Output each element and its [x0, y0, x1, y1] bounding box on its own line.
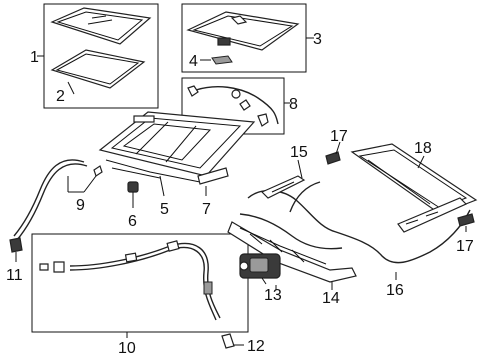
callout-labels: 1 2 3 4 5 6 7 8 9 10 11 12 13 14 15 16 1… — [6, 31, 474, 357]
sunshade-handle — [200, 55, 233, 65]
group-box-glass — [37, 3, 159, 109]
slide-rail-15 — [260, 175, 306, 199]
callout-10: 10 — [118, 340, 136, 357]
leader-lines — [15, 141, 467, 290]
callout-4: 4 — [189, 53, 198, 70]
hose-clip-11 — [9, 237, 23, 253]
callout-17-lower: 17 — [456, 238, 474, 255]
callout-15: 15 — [290, 144, 308, 161]
callout-8: 8 — [289, 96, 298, 113]
hose-connector-12 — [221, 333, 244, 349]
callout-7: 7 — [202, 201, 211, 218]
rail-bracket-17-upper — [325, 151, 341, 165]
callout-1: 1 — [30, 49, 39, 66]
drain-hose-rear — [13, 159, 103, 241]
roof-rail-frame-18 — [350, 143, 478, 233]
frame-clip-6 — [127, 181, 139, 208]
guide-rail-assembly — [227, 221, 357, 283]
frame-trim-7 — [197, 167, 229, 196]
callout-16: 16 — [386, 282, 404, 299]
callout-11: 11 — [6, 267, 23, 284]
callout-3: 3 — [313, 31, 322, 48]
sunroof-frame — [98, 111, 256, 183]
sunroof-motor-13 — [239, 253, 281, 285]
drive-cable-16 — [239, 181, 471, 264]
callout-18: 18 — [414, 140, 432, 157]
group-box-drain-hose — [31, 233, 249, 338]
callout-13: 13 — [264, 287, 282, 304]
callout-17-upper: 17 — [330, 128, 348, 145]
callout-12: 12 — [247, 338, 265, 355]
callout-6: 6 — [128, 213, 137, 230]
glass-seal-ring — [50, 49, 146, 95]
callout-9: 9 — [76, 197, 85, 214]
sunshade-panel — [186, 11, 300, 51]
callout-5: 5 — [160, 201, 169, 218]
drain-hose-long — [39, 240, 221, 321]
drain-hose-front — [187, 85, 279, 127]
sunroof-glass-panel — [50, 7, 152, 45]
callout-2: 2 — [56, 88, 65, 105]
callout-14: 14 — [322, 290, 340, 307]
rail-bracket-17-lower — [457, 213, 475, 227]
group-box-sunshade — [181, 3, 314, 73]
